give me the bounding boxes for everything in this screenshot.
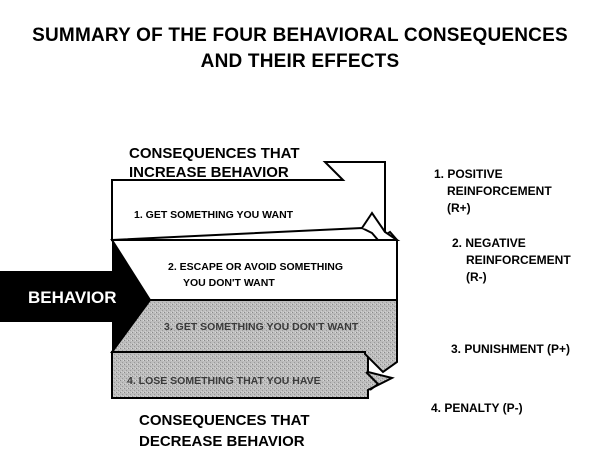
label-4: 4. PENALTY (P-) bbox=[431, 401, 523, 415]
behavior-arrow bbox=[0, 240, 150, 352]
increase-heading-line-1: CONSEQUENCES THAT bbox=[129, 145, 300, 162]
label-1-line-1: 1. POSITIVE bbox=[434, 167, 503, 181]
label-1-line-2: REINFORCEMENT bbox=[447, 184, 552, 198]
arrow-4-text: 4. LOSE SOMETHING THAT YOU HAVE bbox=[127, 375, 321, 387]
arrow-1-text: 1. GET SOMETHING YOU WANT bbox=[134, 209, 294, 221]
label-2-line-3: (R-) bbox=[466, 270, 487, 284]
arrow-1-hook bbox=[361, 211, 386, 233]
arrow-3-text: 3. GET SOMETHING YOU DON'T WANT bbox=[164, 321, 359, 333]
label-3: 3. PUNISHMENT (P+) bbox=[451, 342, 570, 356]
arrow-2-text-line-1: 2. ESCAPE OR AVOID SOMETHING bbox=[168, 261, 343, 273]
arrow-1-shape bbox=[111, 161, 401, 242]
label-1-line-3: (R+) bbox=[447, 201, 471, 215]
arrow-4-fold bbox=[365, 371, 380, 391]
label-2-line-2: REINFORCEMENT bbox=[466, 253, 571, 267]
decrease-heading-line-1: CONSEQUENCES THAT bbox=[139, 412, 310, 429]
page-title-line-1: SUMMARY OF THE FOUR BEHAVIORAL CONSEQUEN… bbox=[32, 25, 568, 46]
page-title-line-2: AND THEIR EFFECTS bbox=[200, 51, 400, 72]
label-2-line-1: 2. NEGATIVE bbox=[452, 236, 526, 250]
increase-heading-line-2: INCREASE BEHAVIOR bbox=[129, 164, 289, 181]
arrow-3-shape bbox=[110, 299, 398, 374]
behavior-label: BEHAVIOR bbox=[28, 288, 116, 307]
arrow-2-text-line-2: YOU DON'T WANT bbox=[183, 277, 275, 289]
decrease-heading-line-2: DECREASE BEHAVIOR bbox=[139, 433, 305, 450]
